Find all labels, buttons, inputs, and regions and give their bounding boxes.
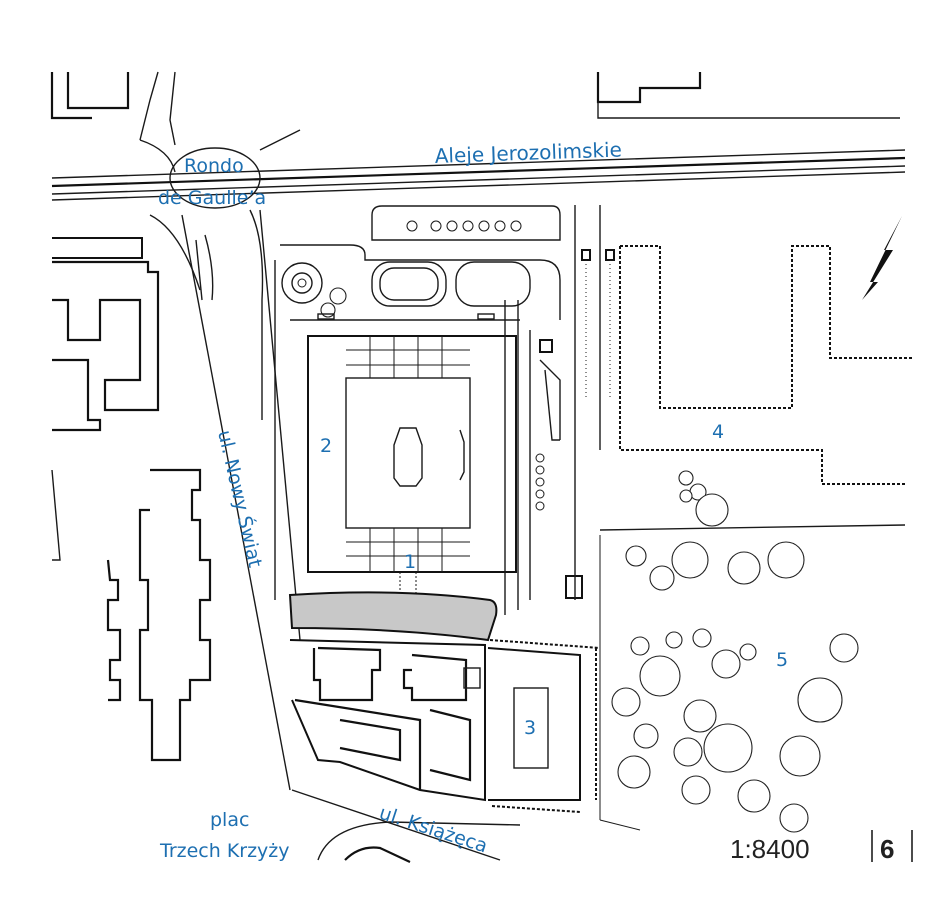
scale-separators xyxy=(871,830,913,862)
label-nowy-swiat: ul. Nowy Świat xyxy=(213,428,268,570)
park-trees xyxy=(611,470,859,833)
left-buildings xyxy=(51,237,212,762)
page-number: 6 xyxy=(880,834,894,864)
east-strip xyxy=(504,205,615,615)
marker-5: 5 xyxy=(776,649,788,671)
label-ksiazeca: ul. Książęca xyxy=(376,802,490,858)
marker-3: 3 xyxy=(524,717,536,739)
scale-ratio: 1:8400 xyxy=(730,834,810,864)
block-top-left xyxy=(50,71,176,146)
plac-outline xyxy=(291,789,521,863)
marker-2: 2 xyxy=(320,435,332,457)
building-4 xyxy=(620,245,912,409)
north-arrow-icon xyxy=(862,216,902,300)
label-rondo-2: de Gaulle’a xyxy=(158,187,266,209)
label-aleje: Aleje Jerozolimskie xyxy=(434,137,622,168)
forecourt xyxy=(274,205,561,600)
building-2 xyxy=(307,335,517,600)
label-plac-2: Trzech Krzyży xyxy=(159,840,290,862)
rondo-circle xyxy=(139,129,301,420)
hatched-area xyxy=(288,591,498,642)
marker-4: 4 xyxy=(712,421,724,443)
block-top-right xyxy=(596,72,900,119)
road-aleje-jerozolimskie xyxy=(51,149,906,201)
marker-1: 1 xyxy=(404,551,416,573)
label-rondo-1: Rondo xyxy=(184,155,244,177)
south-block xyxy=(289,639,486,802)
building-3 xyxy=(487,639,601,813)
label-plac-1: plac xyxy=(210,809,249,831)
road-nowy-swiat xyxy=(181,209,301,791)
park-boundary xyxy=(599,524,906,831)
